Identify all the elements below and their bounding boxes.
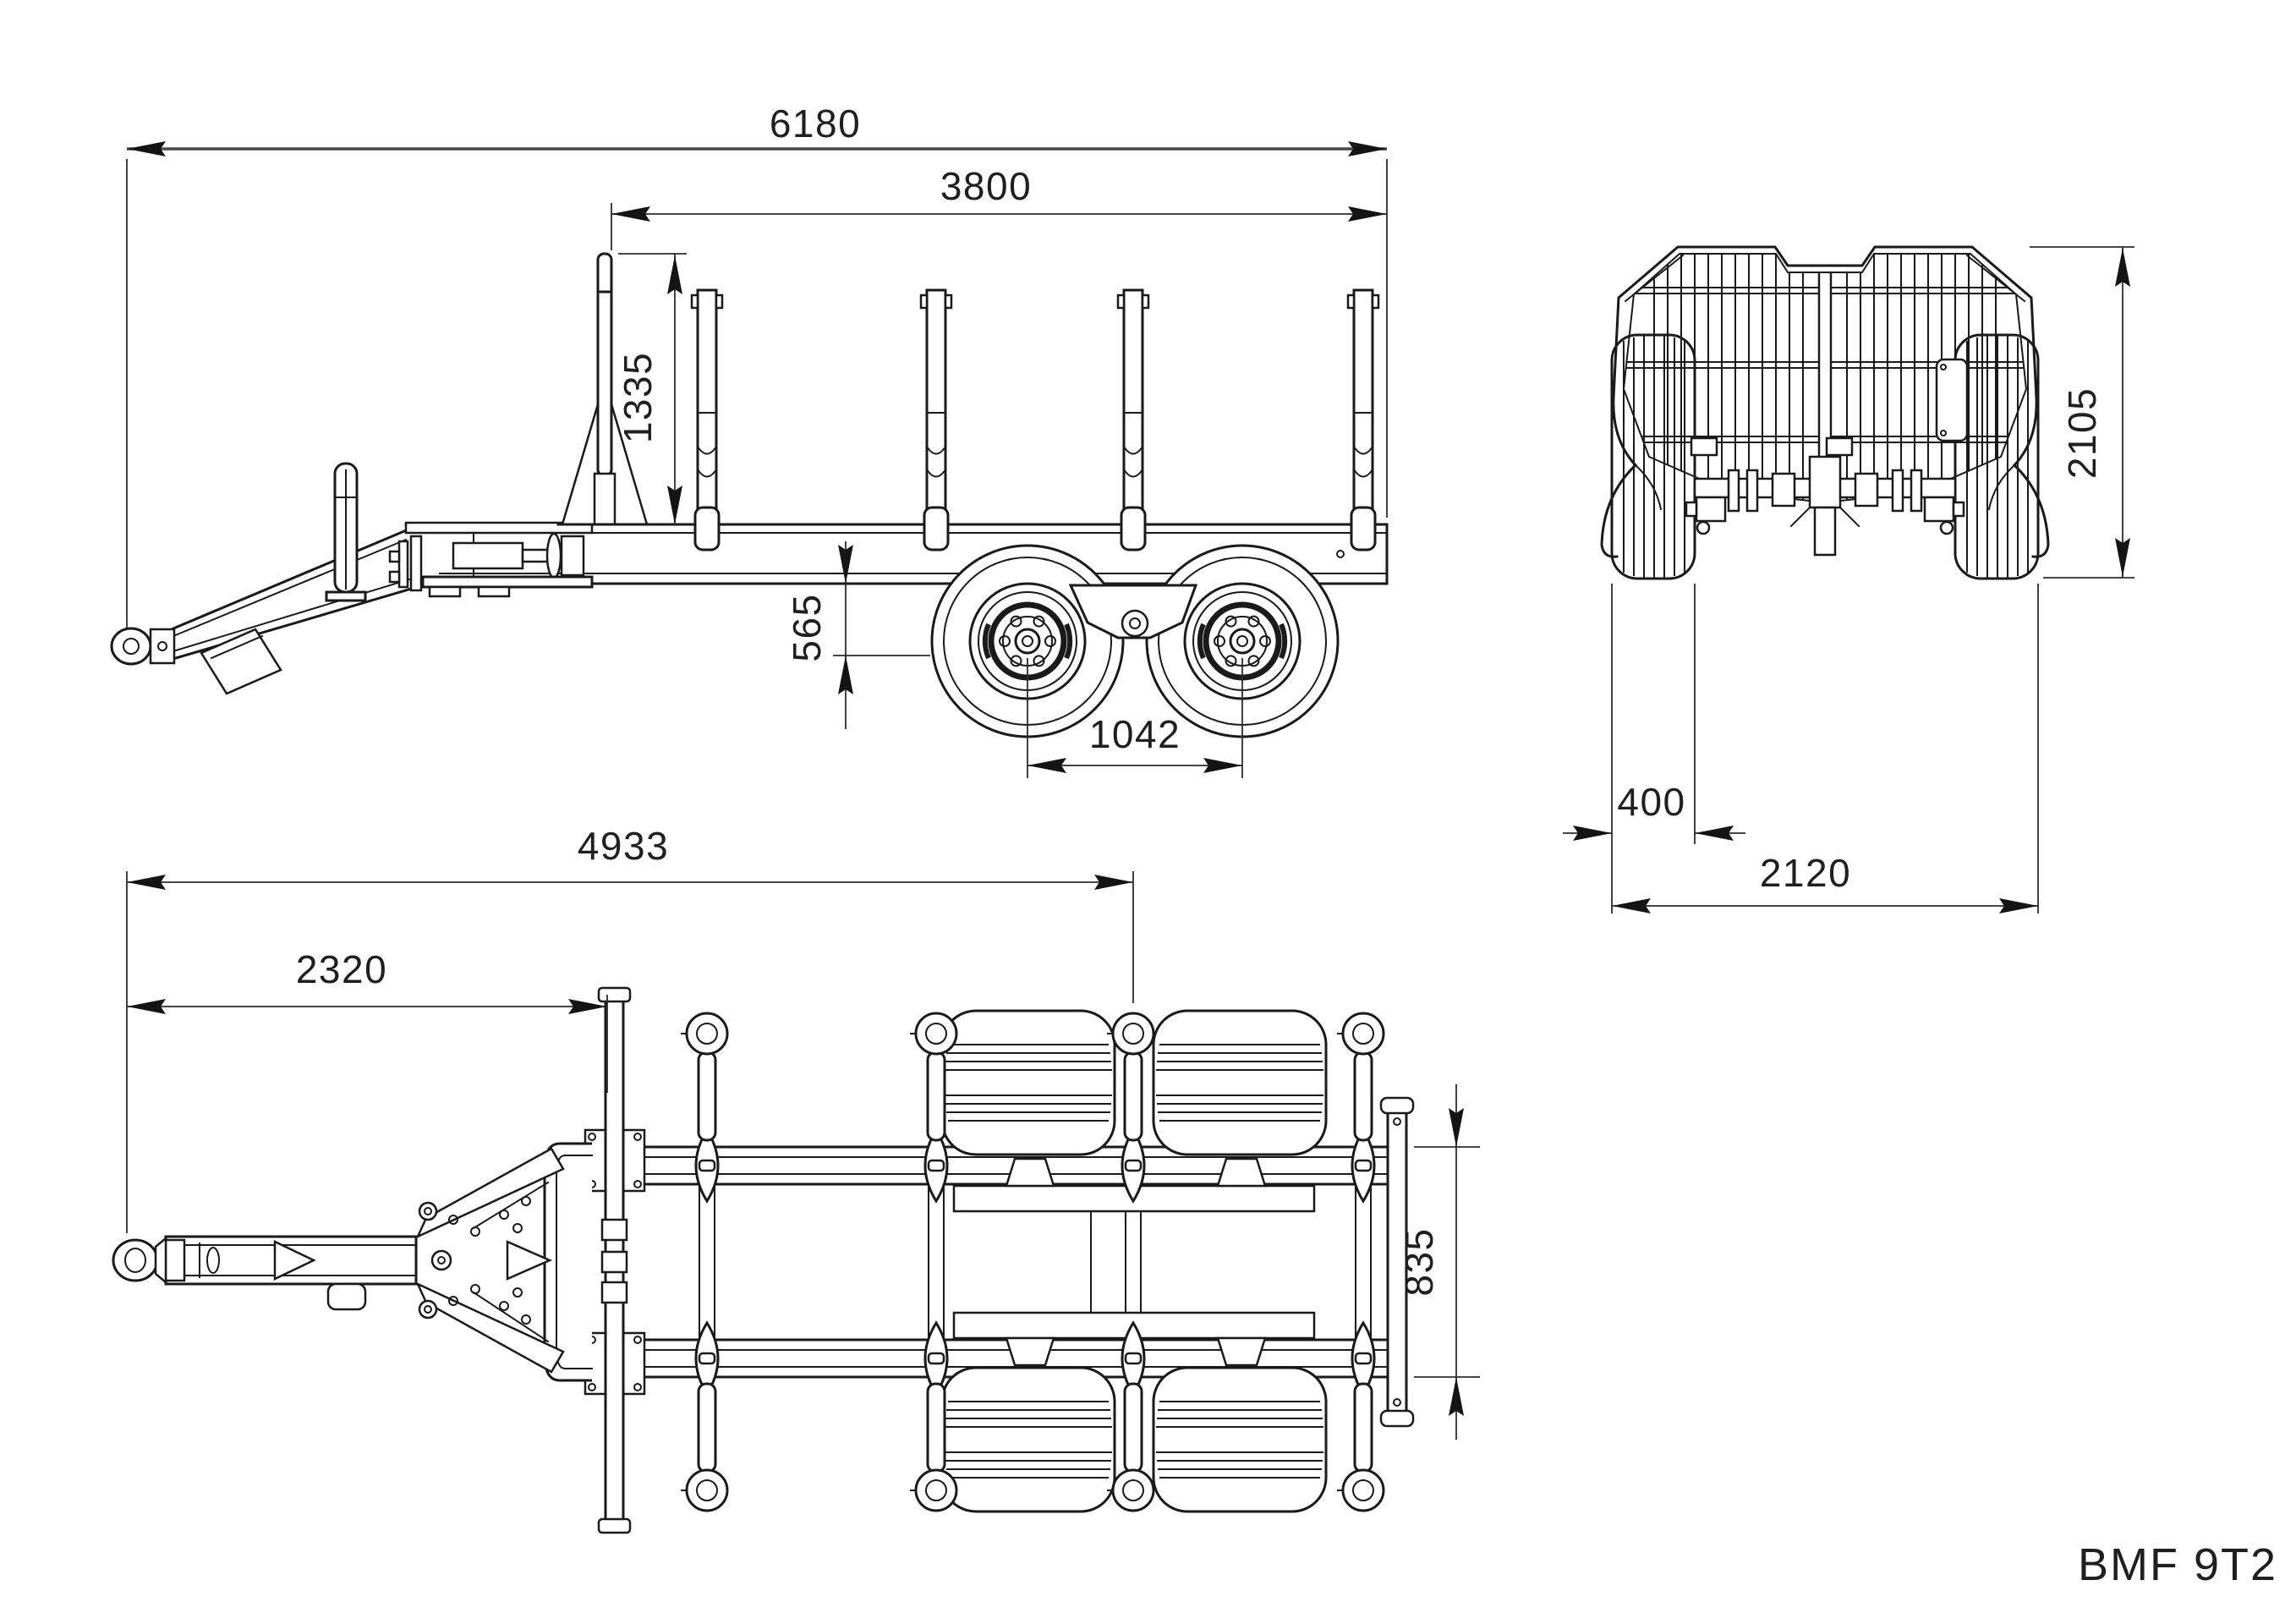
dim-hitch-to-front-bunk: 2320 — [127, 947, 608, 1093]
dim-overall-width: 2120 — [1612, 584, 2039, 914]
dim-text-tire-width: 400 — [1617, 780, 1685, 824]
side-drawbar — [110, 462, 594, 695]
bogie-rocker — [1068, 584, 1198, 639]
top-view: 4933 2320 835 — [112, 824, 1480, 1534]
dim-text-frame-width: 835 — [1397, 1227, 1441, 1296]
dim-tire-width: 400 — [1563, 584, 1745, 914]
dim-text-stake-height: 1335 — [616, 352, 660, 443]
dim-overall-height: 2105 — [2030, 246, 2134, 579]
rear-body-outline — [1600, 245, 2050, 558]
dim-text-frame-to-axle: 565 — [785, 593, 829, 661]
dim-text-overall-width: 2120 — [1760, 851, 1851, 895]
dim-text-bogie-spacing: 1042 — [1089, 712, 1181, 756]
side-view: 6180 3800 1335 565 — [110, 102, 1389, 778]
dim-text-overall-length: 6180 — [770, 102, 861, 145]
plan-tire — [940, 1009, 1116, 1156]
log-stake — [1346, 288, 1380, 551]
dim-text-hitch-to-front-bunk: 2320 — [296, 947, 387, 991]
plan-hitch-eye — [112, 1238, 159, 1282]
dim-bogie-spacing: 1042 — [1027, 658, 1243, 778]
dim-load-space: 3800 — [611, 164, 1387, 250]
plan-tire — [940, 1366, 1116, 1513]
grille-plate — [1935, 358, 1969, 442]
plan-front-plate — [584, 986, 646, 1534]
headboard-grille — [1622, 253, 2028, 504]
dim-hitch-to-rear-bunk: 4933 — [126, 824, 1134, 1233]
drawbar-pivot-assembly — [388, 521, 594, 598]
plan-drawbar — [112, 1142, 593, 1382]
dim-text-hitch-to-rear-bunk: 4933 — [578, 824, 669, 868]
rear-crossmember — [1379, 1096, 1415, 1428]
log-stake — [690, 288, 724, 551]
dim-frame-to-axle: 565 — [785, 541, 930, 729]
dim-overall-length: 6180 — [126, 102, 1388, 628]
drawbar-skid-plate — [200, 628, 282, 695]
rear-axle-assembly — [1685, 455, 1965, 557]
log-stake — [1116, 288, 1150, 551]
dim-text-load-space: 3800 — [940, 164, 1032, 208]
model-label: BMF 9T2 — [2078, 1539, 2277, 1590]
pivot-shield — [543, 1142, 592, 1382]
dim-stake-height: 1335 — [616, 253, 687, 524]
hydraulic-cylinder — [452, 541, 524, 570]
dim-text-overall-height: 2105 — [2060, 387, 2104, 479]
support-leg — [325, 462, 367, 602]
log-stake — [919, 288, 953, 551]
hitch-eye — [110, 627, 152, 666]
dim-frame-width: 835 — [1397, 1084, 1480, 1440]
front-headboard-stake — [556, 252, 653, 526]
plan-tire — [1152, 1009, 1328, 1156]
plan-tire — [1152, 1366, 1328, 1513]
rear-view: 2105 400 2120 — [1563, 245, 2134, 914]
